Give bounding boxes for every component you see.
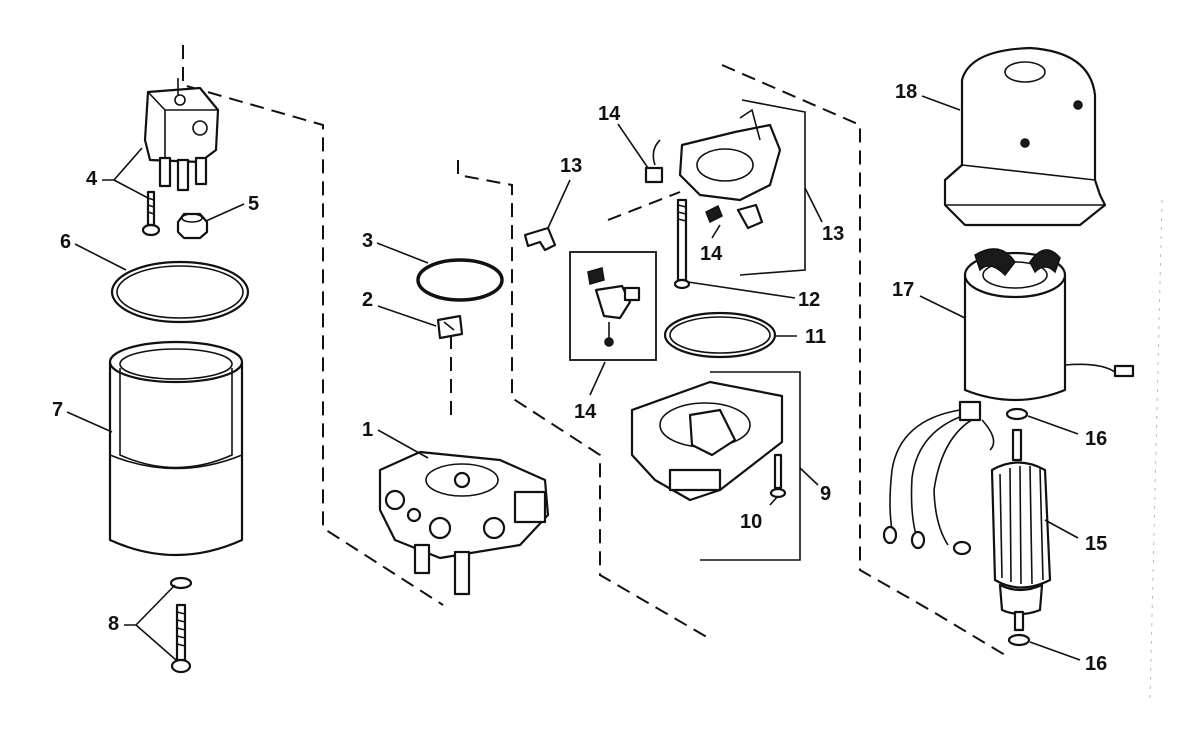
part-11-o-ring: [663, 311, 777, 359]
part-8-bolt: [169, 576, 193, 674]
assembly-guide-lines: [182, 45, 1011, 659]
part-1-pump-base: [378, 450, 550, 596]
part-16-washer-top: [1005, 407, 1029, 421]
callout-12: 12: [798, 289, 820, 311]
part-7-reservoir: [108, 340, 244, 557]
part-17-leads: [882, 400, 995, 556]
part-14-brush-kit: [569, 251, 657, 361]
callout-6: 6: [60, 231, 71, 253]
callout-16-top: 16: [1085, 428, 1107, 450]
scan-edge-mark: [1149, 199, 1163, 701]
part-6-o-ring: [110, 260, 250, 324]
part-9-end-frame: [630, 380, 784, 502]
callout-3: 3: [362, 230, 373, 252]
callout-18: 18: [895, 81, 917, 103]
callout-5: 5: [248, 193, 259, 215]
part-3-o-ring: [416, 258, 504, 302]
part-15-armature: [990, 428, 1052, 632]
callout-17: 17: [892, 279, 914, 301]
callout-1: 1: [362, 419, 373, 441]
callout-13-right: 13: [822, 223, 844, 245]
part-18-motor-cover: [943, 46, 1107, 227]
part-16-washer-bottom: [1007, 633, 1031, 647]
part-14-connector: [644, 139, 664, 184]
callout-labels: 1 2 3 4 5 6 7 8 9 10 11 12 13 13 14 14 1…: [52, 81, 1107, 675]
callout-9: 9: [820, 483, 831, 505]
part-13-clip: [523, 226, 557, 252]
callout-11: 11: [805, 326, 826, 348]
part-17-field-frame: [963, 248, 1135, 402]
part-5-nut: [176, 212, 209, 240]
callout-14-top: 14: [598, 103, 621, 125]
callout-14-spring: 14: [700, 243, 723, 265]
callout-10: 10: [740, 511, 762, 533]
callout-2: 2: [362, 289, 373, 311]
leader-lines: [66, 95, 1081, 661]
part-10-screw: [769, 453, 787, 499]
part-2-fitting: [436, 314, 464, 340]
callout-4: 4: [86, 168, 98, 190]
callout-7: 7: [52, 399, 63, 421]
callout-16-bottom: 16: [1085, 653, 1107, 675]
callout-15: 15: [1085, 533, 1107, 555]
callout-13-left: 13: [560, 155, 582, 177]
callout-8: 8: [108, 613, 119, 635]
part-13-brush-holder: [678, 108, 782, 230]
part-14-spring: [705, 204, 723, 224]
callout-14-box: 14: [574, 401, 597, 423]
part-4-valve-body: [141, 78, 220, 237]
part-12-long-screw: [673, 198, 691, 290]
